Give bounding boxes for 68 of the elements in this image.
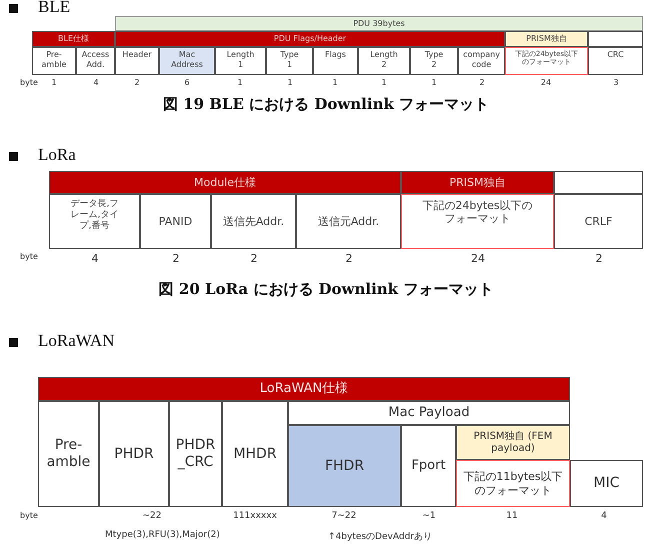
section-heading: LoRa <box>38 145 76 165</box>
byte-count: 2 <box>172 252 180 265</box>
section-heading: BLE <box>38 0 70 17</box>
field-cell: FHDR <box>288 425 401 507</box>
header-band: LoRaWAN仕様 <box>38 377 570 401</box>
byte-count: 24 <box>540 78 552 87</box>
byte-count: 1 <box>381 78 387 87</box>
figure-caption: 図 19 BLE における Downlink フォーマット <box>162 95 490 114</box>
byte-count: 1 <box>332 78 338 87</box>
field-cell: Type 1 <box>266 47 313 75</box>
byte-count: 4 <box>93 78 99 87</box>
field-cell: MIC <box>570 460 643 507</box>
field-cell: CRC <box>588 47 643 75</box>
field-cell: PANID <box>140 194 211 249</box>
field-cell: Access Add. <box>76 47 115 75</box>
field-cell: 下記の11bytes以下のフォーマット <box>456 460 570 507</box>
byte-count: 2 <box>250 252 258 265</box>
header-band: Mac Payload <box>288 401 570 425</box>
byte-count: 6 <box>184 78 190 87</box>
unit-label: byte <box>20 78 38 87</box>
field-cell: データ長,フレーム,タイプ,番号 <box>49 194 140 249</box>
byte-count: 4 <box>92 252 98 265</box>
byte-count: 24 <box>471 252 485 265</box>
byte-count: 1 <box>431 78 437 87</box>
header-band: BLE仕様 <box>32 31 115 47</box>
byte-count: 1 <box>51 78 57 87</box>
field-cell: 下記の24bytes以下のフォーマット <box>401 194 554 249</box>
note: Mtype(3),RFU(3),Major(2) <box>105 530 220 540</box>
field-cell: CRLF <box>554 194 643 249</box>
field-cell: 送信元Addr. <box>296 194 401 249</box>
header-band: PDU Flags/Header <box>115 31 505 47</box>
unit-label: byte <box>20 252 38 261</box>
field-cell: Length 2 <box>358 47 410 75</box>
unit-label: byte <box>20 511 38 520</box>
byte-count: ~1 <box>422 511 436 521</box>
header-band: PRISM独自 <box>505 31 588 47</box>
byte-count: 2 <box>479 78 485 87</box>
header-band: PRISM独自 <box>401 171 554 194</box>
byte-count: 7~22 <box>332 511 356 521</box>
field-cell: Pre- amble <box>32 47 76 75</box>
field-cell: Pre- amble <box>38 401 99 507</box>
section-heading: LoRaWAN <box>38 331 114 351</box>
field-cell: Header <box>115 47 159 75</box>
note: ↑4bytesのDevAddrあり <box>328 531 432 543</box>
field-cell: company code <box>458 47 505 75</box>
field-cell: 送信先Addr. <box>211 194 296 249</box>
field-cell: Fport <box>401 425 456 507</box>
byte-count: ~22 <box>142 511 162 521</box>
field-cell: PHDR <box>99 401 169 507</box>
field-cell: MHDR <box>222 401 288 507</box>
byte-count: 3 <box>613 78 619 87</box>
field-cell: Length 1 <box>215 47 266 75</box>
byte-count: 111xxxxx <box>233 511 277 521</box>
header-band: PRISM独自 (FEM payload) <box>456 425 570 460</box>
header-band: PDU 39bytes <box>115 16 643 31</box>
figure-caption: 図 20 LoRa における Downlink フォーマット <box>158 280 494 299</box>
byte-count: 11 <box>506 511 518 521</box>
field-cell: Type 2 <box>410 47 458 75</box>
field-cell: Mac Address <box>159 47 215 75</box>
byte-count: 2 <box>346 252 352 265</box>
byte-count: 1 <box>237 78 243 87</box>
field-cell: Flags <box>313 47 358 75</box>
header-band: Module仕様 <box>49 171 401 194</box>
byte-count: 2 <box>134 78 140 87</box>
byte-count: 1 <box>287 78 293 87</box>
byte-count: 4 <box>601 511 607 521</box>
field-cell: PHDR _CRC <box>169 401 222 507</box>
byte-count: 2 <box>596 252 602 265</box>
